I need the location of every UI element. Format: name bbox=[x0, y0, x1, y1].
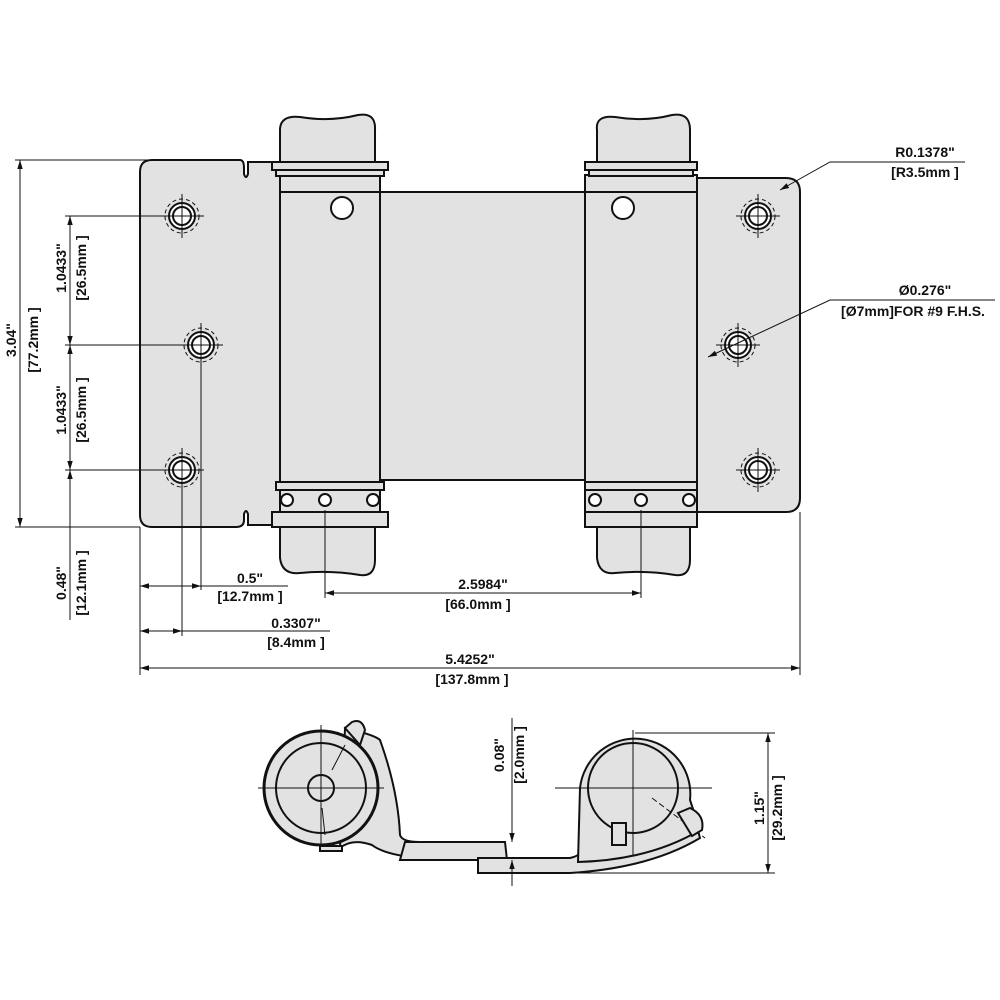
tension-holes bbox=[280, 196, 696, 507]
knuckle-hole-spacing-mm: [66.0mm ] bbox=[445, 596, 510, 612]
side-view: 0.08" [2.0mm ] 1.15" [29.2mm ] bbox=[258, 718, 785, 886]
depth-in: 1.15" bbox=[751, 791, 767, 825]
right-pin bbox=[676, 806, 704, 838]
corner-radius-in: R0.1378" bbox=[895, 144, 955, 160]
left-top-cap bbox=[279, 113, 377, 163]
knuckle-hole-spacing-in: 2.5984" bbox=[458, 576, 507, 592]
hole-offset-center-in: 0.5" bbox=[237, 570, 263, 586]
screw-hole bbox=[736, 194, 780, 238]
corner-radius-mm: [R3.5mm ] bbox=[891, 164, 959, 180]
right-top-band bbox=[584, 161, 698, 171]
left-pin bbox=[343, 720, 367, 747]
height-total-mm: [77.2mm ] bbox=[25, 307, 41, 372]
center-leaf bbox=[379, 191, 586, 481]
dimension-lines bbox=[15, 159, 995, 675]
screw-hole bbox=[736, 448, 780, 492]
hole-offset-outer-mm: [8.4mm ] bbox=[267, 634, 325, 650]
height-total-in: 3.04" bbox=[3, 323, 19, 357]
depth-mm: [29.2mm ] bbox=[769, 775, 785, 840]
hole-diameter-in: Ø0.276" bbox=[899, 282, 952, 298]
left-knuckle bbox=[279, 174, 381, 483]
thickness-mm: [2.0mm ] bbox=[511, 726, 527, 784]
hole-spacing-upper-mm: [26.5mm ] bbox=[73, 235, 89, 300]
bottom-offset-in: 0.48" bbox=[53, 566, 69, 600]
width-total-in: 5.4252" bbox=[445, 651, 494, 667]
left-bottom-cap bbox=[279, 526, 376, 577]
left-top-band bbox=[271, 161, 389, 171]
right-knuckle bbox=[584, 174, 698, 483]
hole-spacing-lower-in: 1.0433" bbox=[53, 385, 69, 434]
front-view bbox=[139, 113, 801, 577]
hole-offset-center-mm: [12.7mm ] bbox=[217, 588, 282, 604]
hole-spacing-upper-in: 1.0433" bbox=[53, 243, 69, 292]
left-bottom-band bbox=[275, 481, 385, 491]
right-top-cap bbox=[595, 113, 691, 163]
hole-spacing-lower-mm: [26.5mm ] bbox=[73, 377, 89, 442]
thickness-in: 0.08" bbox=[491, 738, 507, 772]
bottom-offset-mm: [12.1mm ] bbox=[73, 550, 89, 615]
right-bottom-band bbox=[584, 481, 698, 491]
width-total-mm: [137.8mm ] bbox=[435, 671, 508, 687]
dimension-labels: 3.04" [77.2mm ] 1.0433" [26.5mm ] 1.0433… bbox=[3, 144, 985, 687]
right-bottom-cap bbox=[596, 526, 691, 577]
screw-hole bbox=[716, 323, 760, 367]
right-set-screw bbox=[611, 822, 627, 846]
hole-diameter-mm: [Ø7mm]FOR #9 F.H.S. bbox=[841, 303, 985, 319]
hole-offset-outer-in: 0.3307" bbox=[271, 615, 320, 631]
